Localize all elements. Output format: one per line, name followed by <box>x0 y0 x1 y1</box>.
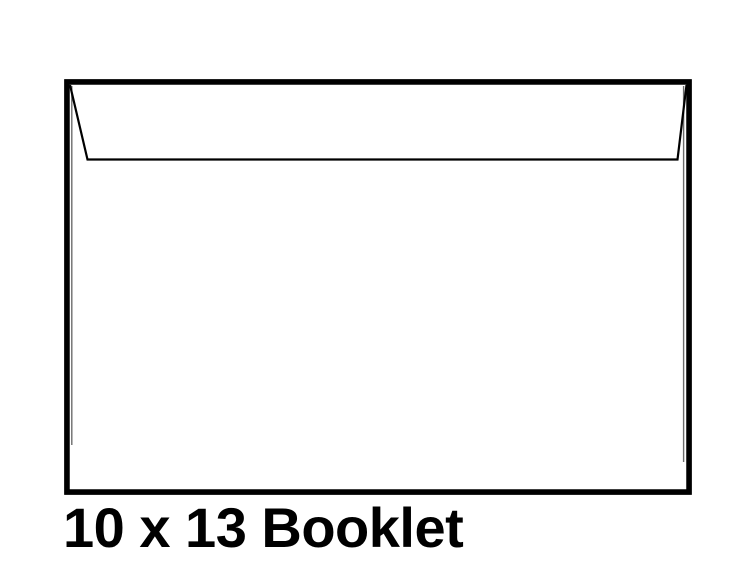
envelope-body-fill <box>67 82 689 492</box>
envelope-body-border <box>64 79 692 495</box>
caption-label: 10 x 13 Booklet <box>63 496 464 559</box>
envelope-flap-outline <box>68 84 688 161</box>
